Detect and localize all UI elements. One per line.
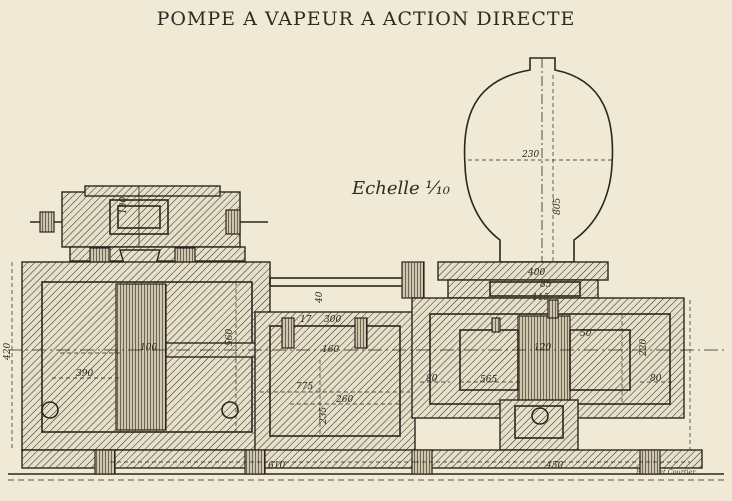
dim-220: 220 <box>639 339 649 357</box>
dim-300: 300 <box>324 315 341 325</box>
dim-160: 160 <box>322 345 339 355</box>
dim-560: 560 <box>225 329 235 346</box>
dim-775: 775 <box>296 382 313 392</box>
vessel-base-flange <box>437 261 609 281</box>
dim-50: 50 <box>580 329 592 339</box>
dim-420: 420 <box>3 343 13 361</box>
intermediate-frame <box>254 311 416 453</box>
pump-plunger <box>517 315 571 403</box>
dim-390: 390 <box>76 369 93 379</box>
dim-100: 100 <box>140 343 157 353</box>
page-title: POMPE A VAPEUR A ACTION DIRECTE <box>156 8 576 30</box>
dim-115: 115 <box>532 293 549 303</box>
dim-85: 85 <box>540 280 552 290</box>
dim-40: 40 <box>315 291 325 304</box>
dim-17: 17 <box>300 315 312 325</box>
dim-450: 450 <box>545 461 563 471</box>
tie-rod <box>269 277 411 287</box>
dim-400: 400 <box>527 268 545 278</box>
engraver-credit: Broise et Courtier <box>636 468 696 476</box>
dim-80-left: 80 <box>426 374 438 384</box>
dim-120: 120 <box>534 343 551 353</box>
dim-805: 805 <box>553 198 563 215</box>
dim-80-right: 80 <box>650 374 662 384</box>
bedplate <box>21 449 703 469</box>
dim-260: 260 <box>335 395 353 405</box>
dim-565: 565 <box>480 375 497 385</box>
scale-label: Echelle ¹⁄₁₀ <box>352 178 451 199</box>
dim-230: 230 <box>521 150 539 160</box>
dim-610: 610 <box>268 461 285 471</box>
dim-235: 235 <box>319 407 329 425</box>
steam-piston <box>115 283 167 431</box>
dim-130: 130 <box>119 197 129 214</box>
